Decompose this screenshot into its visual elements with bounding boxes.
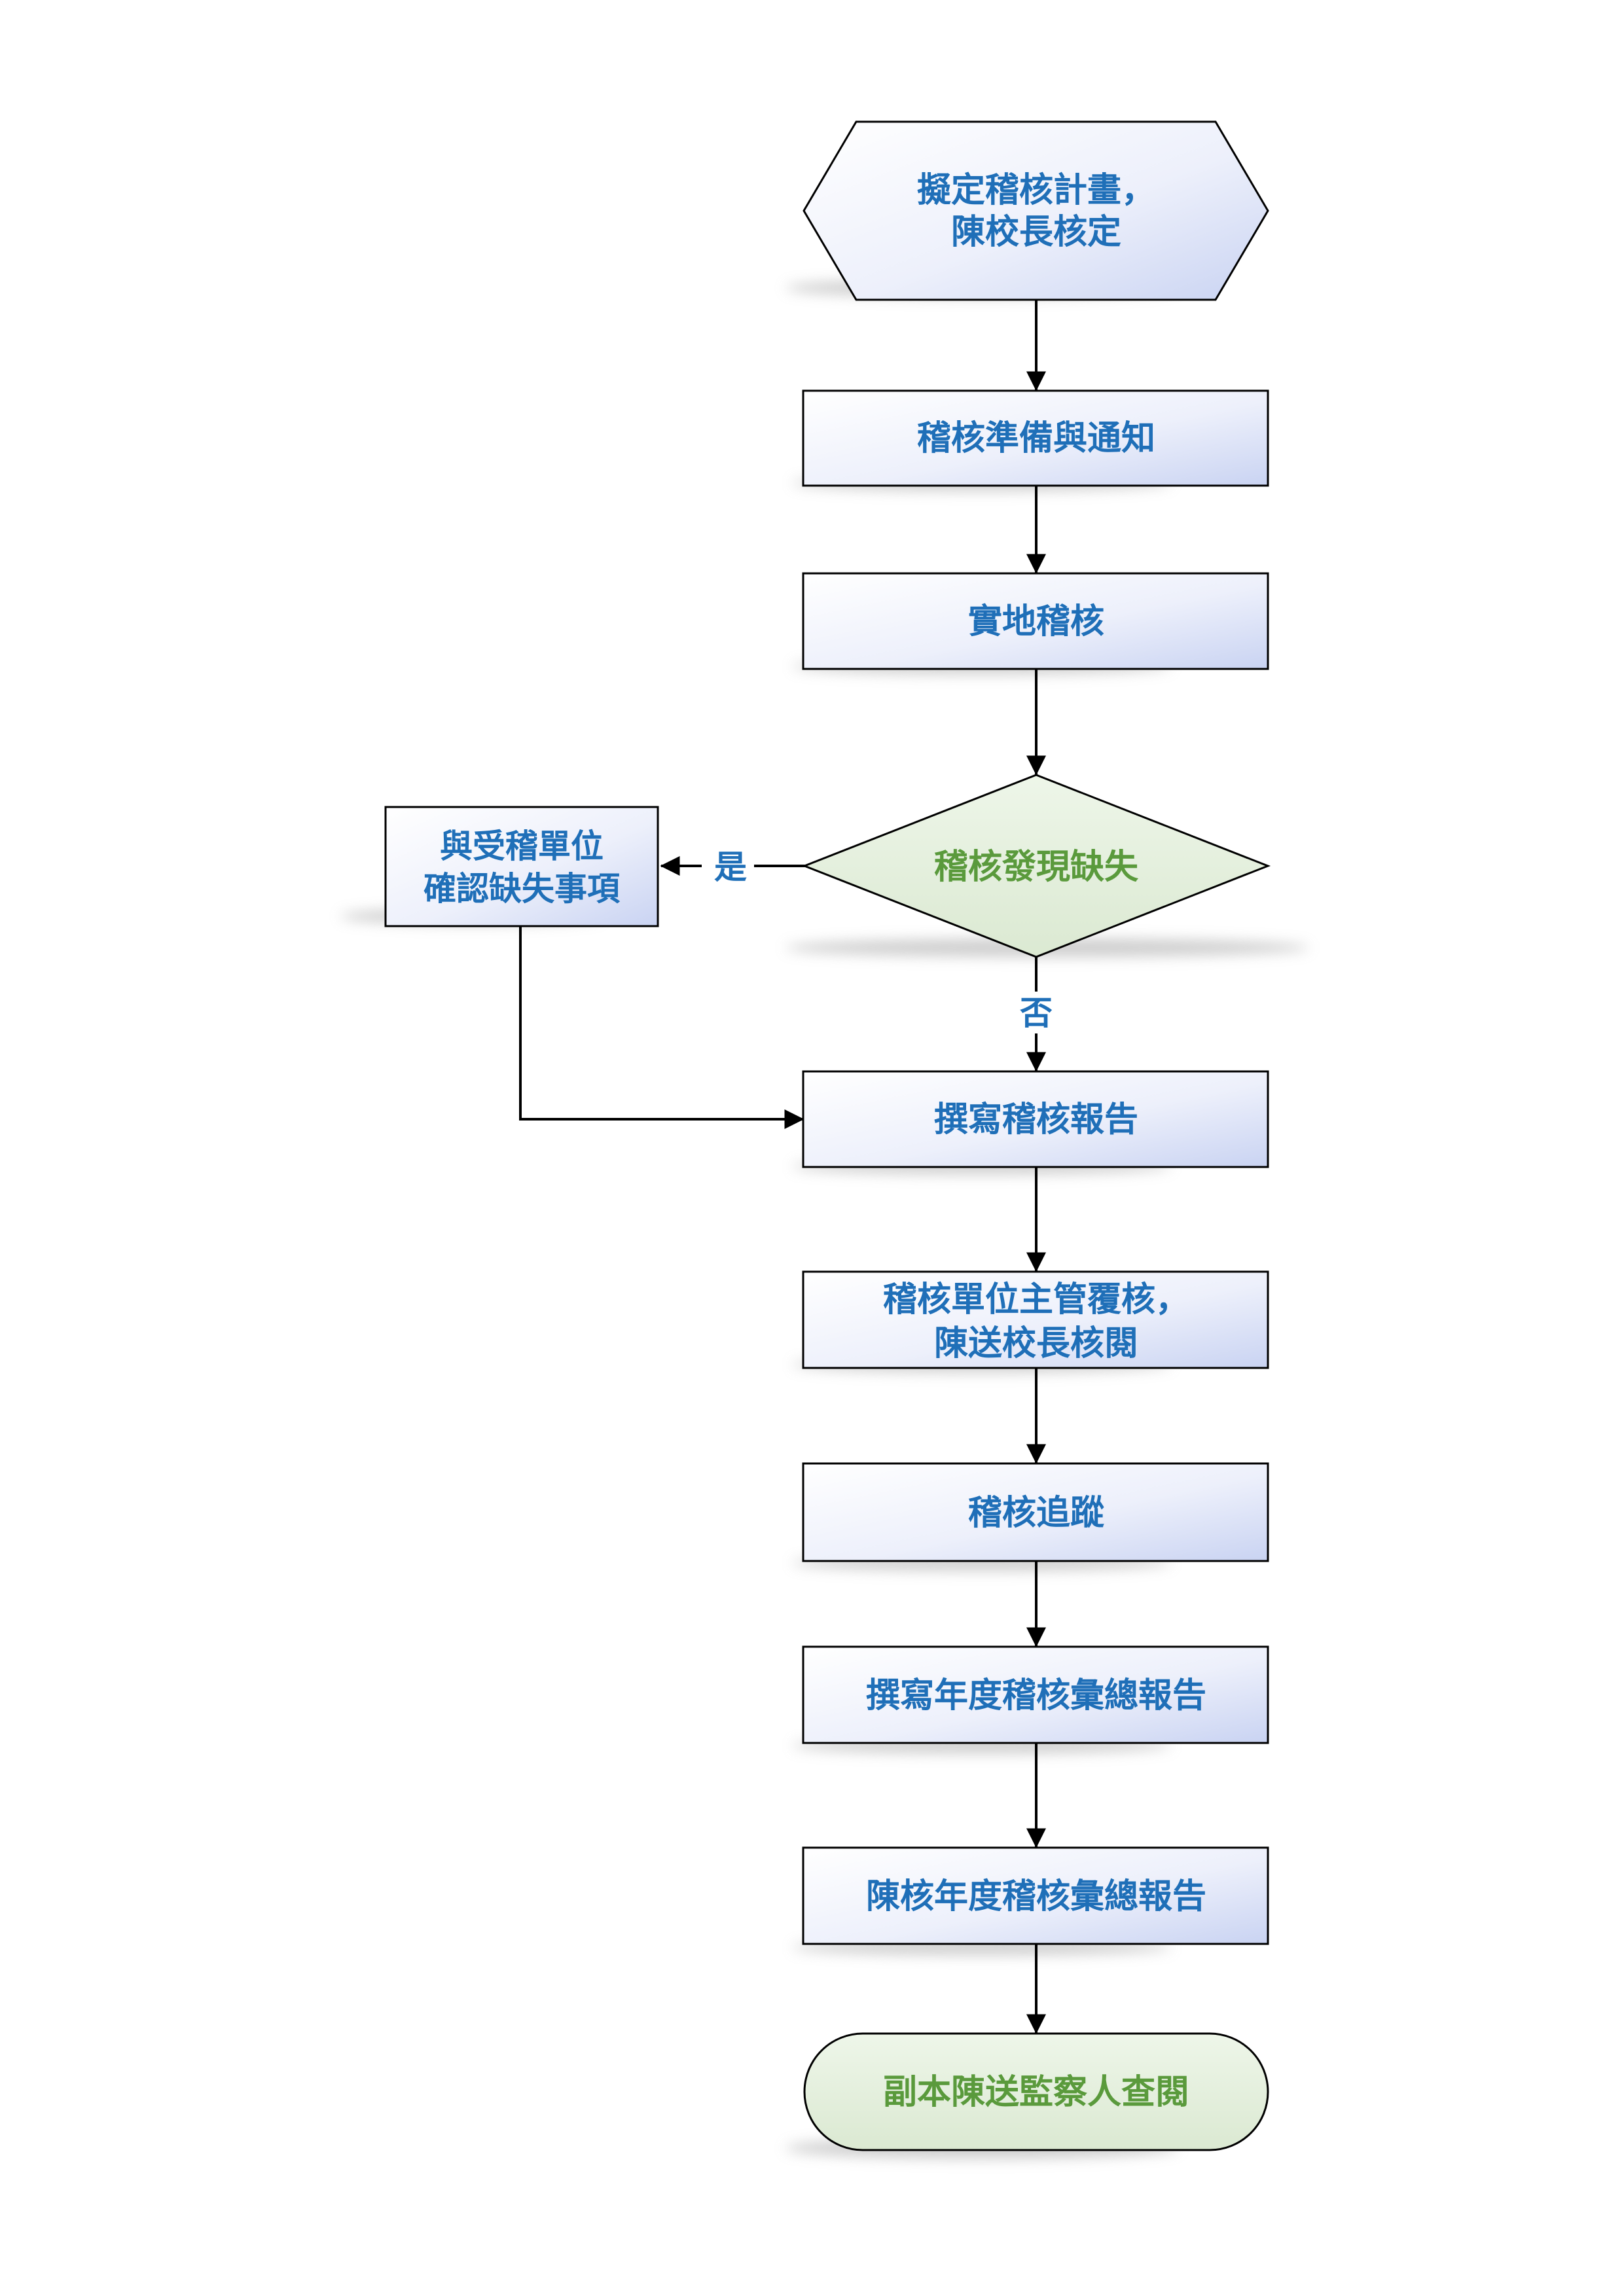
followup-box [802, 1462, 1269, 1562]
decision-yes-label: 是 [714, 848, 747, 886]
review-box [802, 1270, 1269, 1369]
prepare-label: 稽核準備與通知 [917, 418, 1155, 458]
decision-diamond [801, 774, 1271, 958]
start-label-line-1: 擬定稽核計畫， [917, 170, 1155, 210]
review-label-line-2: 陳送校長核閱 [934, 1323, 1138, 1363]
onsite-label: 實地稽核 [968, 601, 1104, 641]
review-label-line-1: 稽核單位主管覆核， [883, 1280, 1189, 1319]
write-report-box [802, 1070, 1269, 1168]
node-write-report: 撰寫稽核報告 [802, 1070, 1269, 1168]
decision-no-label: 否 [1020, 994, 1053, 1032]
node-prepare: 稽核準備與通知 [802, 389, 1269, 487]
arrow-confirm-to-report [519, 926, 804, 1129]
annual-submit-box [802, 1846, 1269, 1945]
node-end: 副本陳送監察人查閱 [803, 2032, 1269, 2151]
prepare-box [802, 389, 1269, 487]
annual-write-box [802, 1645, 1269, 1744]
decision-label: 稽核發現缺失 [934, 847, 1139, 887]
node-onsite: 實地稽核 [802, 572, 1269, 670]
node-start: 擬定稽核計畫， 陳校長核定 [803, 120, 1269, 301]
node-confirm: 與受稽單位 確認缺失事項 [384, 806, 659, 927]
annual-submit-label: 陳核年度稽核彙總報告 [866, 1876, 1206, 1916]
end-terminator [803, 2032, 1269, 2151]
onsite-box [802, 572, 1269, 670]
start-hexagon [803, 120, 1269, 301]
node-annual-submit: 陳核年度稽核彙總報告 [802, 1846, 1269, 1945]
node-review: 稽核單位主管覆核， 陳送校長核閱 [802, 1270, 1269, 1369]
node-followup: 稽核追蹤 [802, 1462, 1269, 1562]
confirm-label-line-2: 確認缺失事項 [424, 869, 621, 908]
followup-label: 稽核追蹤 [968, 1493, 1104, 1533]
node-annual-write: 撰寫年度稽核彙總報告 [802, 1645, 1269, 1744]
annual-write-label: 撰寫年度稽核彙總報告 [866, 1676, 1206, 1715]
start-label-line-2: 陳校長核定 [951, 212, 1121, 252]
end-label: 副本陳送監察人查閱 [883, 2072, 1189, 2112]
write-report-label: 撰寫稽核報告 [934, 1100, 1138, 1139]
confirm-box [384, 806, 659, 927]
confirm-label-line-1: 與受稽單位 [440, 827, 604, 865]
node-decision: 稽核發現缺失 [801, 774, 1271, 958]
